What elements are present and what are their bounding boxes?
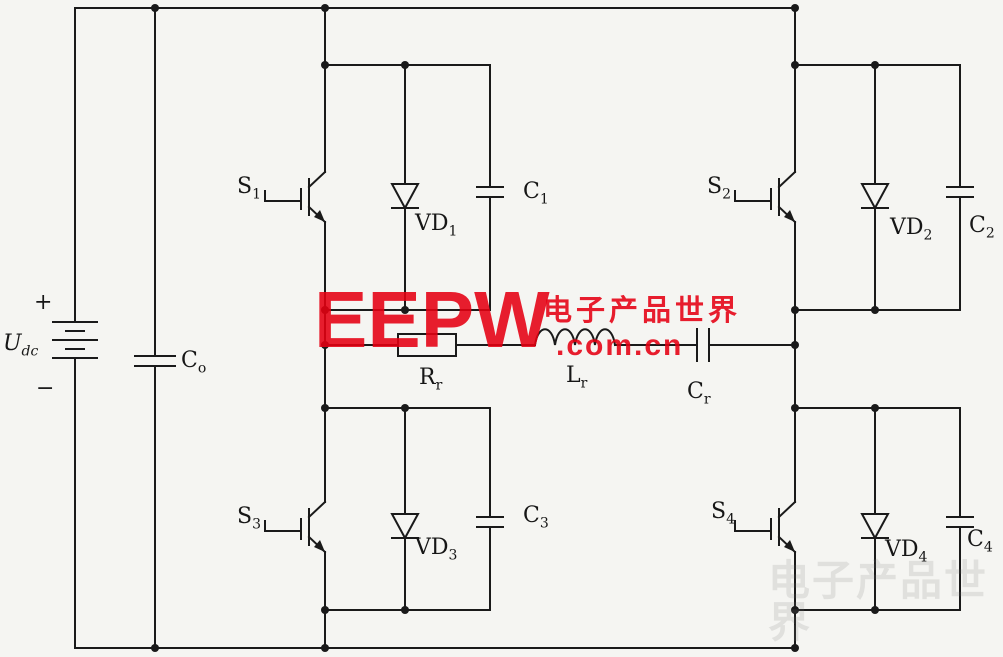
emitter-arrow-icon bbox=[314, 540, 325, 552]
igbt-s2 bbox=[734, 170, 797, 224]
capacitor-co bbox=[134, 355, 176, 367]
diode-vd3 bbox=[390, 513, 420, 541]
wires bbox=[74, 7, 961, 649]
capacitor-c1 bbox=[476, 186, 504, 198]
dc-source-udc bbox=[52, 321, 98, 359]
diode-vd4 bbox=[860, 513, 890, 541]
emitter-arrow-icon bbox=[314, 210, 325, 222]
inductor-lr bbox=[533, 328, 617, 347]
resistor-rr bbox=[397, 333, 457, 357]
capacitor-c4 bbox=[946, 516, 974, 528]
emitter-arrow-icon bbox=[784, 540, 795, 552]
capacitor-c2 bbox=[946, 186, 974, 198]
capacitor-c3 bbox=[476, 516, 504, 528]
diode-vd2 bbox=[860, 183, 890, 211]
emitter-arrow-icon bbox=[784, 210, 795, 222]
junction-dots bbox=[151, 4, 879, 652]
diode-vd1 bbox=[390, 183, 420, 211]
capacitor-cr bbox=[696, 328, 710, 362]
igbt-s3 bbox=[264, 500, 327, 554]
igbt-s4 bbox=[734, 500, 797, 554]
igbt-s1 bbox=[264, 170, 327, 224]
